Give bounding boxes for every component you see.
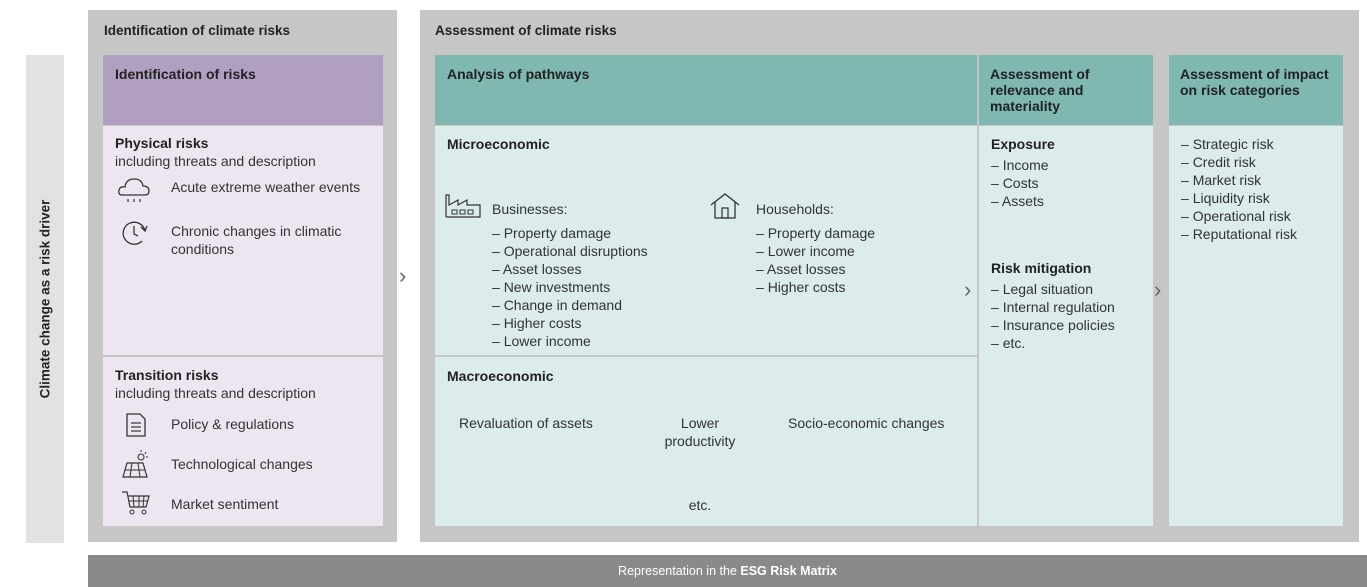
chevron-right-icon: › [399, 263, 407, 288]
macro-item-productivity-2: productivity [664, 433, 736, 449]
microeconomic-title: Microeconomic [447, 136, 550, 152]
households-label: Households: [756, 201, 834, 217]
list-item: Internal regulation [991, 298, 1115, 316]
list-item: Costs [991, 174, 1049, 192]
macro-item-productivity-1: Lower [680, 415, 720, 431]
impact-title-2: on risk categories [1180, 82, 1300, 98]
pathways-header: Analysis of pathways [435, 55, 977, 125]
shopping-cart-icon [121, 489, 151, 520]
microeconomic-box: Microeconomic Businesses: Property damag… [435, 126, 977, 355]
list-item: etc. [991, 334, 1115, 352]
relevance-header: Assessment of relevance and materiality [979, 55, 1153, 125]
relevance-title-1: Assessment of [990, 66, 1090, 82]
exposure-title: Exposure [991, 136, 1055, 152]
transition-item-tech: Technological changes [171, 456, 313, 472]
impact-body: Strategic risk Credit risk Market risk L… [1169, 126, 1343, 526]
physical-risks-title: Physical risks [115, 135, 209, 151]
list-item: Lower income [756, 242, 875, 260]
transition-item-policy: Policy & regulations [171, 416, 294, 432]
mitigation-list: Legal situation Internal regulation Insu… [991, 280, 1115, 352]
list-item: Legal situation [991, 280, 1115, 298]
list-item: New investments [492, 278, 648, 296]
physical-item-chronic-cont: conditions [171, 241, 235, 257]
households-list: Property damage Lower income Asset losse… [756, 224, 875, 296]
document-icon [124, 412, 148, 441]
pathways-title: Analysis of pathways [447, 66, 590, 82]
physical-risks-subtitle: including threats and description [115, 153, 316, 169]
side-label-bar: Climate change as a risk driver [26, 55, 64, 543]
list-item: Property damage [492, 224, 648, 242]
impact-header: Assessment of impact on risk categories [1169, 55, 1343, 125]
impact-list: Strategic risk Credit risk Market risk L… [1181, 135, 1297, 243]
physical-item-chronic: Chronic changes in climatic [171, 223, 342, 239]
footer-bar: Representation in the ESG Risk Matrix [88, 555, 1367, 587]
list-item: Asset losses [492, 260, 648, 278]
mitigation-title: Risk mitigation [991, 260, 1092, 276]
solar-panel-icon [121, 449, 151, 482]
chevron-right-icon: › [964, 277, 972, 302]
macro-item-socioeconomic: Socio-economic changes [788, 415, 945, 431]
list-item: Higher costs [492, 314, 648, 332]
physical-item-acute: Acute extreme weather events [171, 179, 361, 195]
list-item: Higher costs [756, 278, 875, 296]
list-item: Asset losses [756, 260, 875, 278]
list-item: Operational risk [1181, 207, 1297, 225]
list-item: Assets [991, 192, 1049, 210]
list-item: Insurance policies [991, 316, 1115, 334]
physical-risks-box: Physical risks including threats and des… [103, 126, 383, 355]
clock-refresh-icon [121, 219, 149, 250]
list-item: Credit risk [1181, 153, 1297, 171]
footer-prefix: Representation in the [618, 564, 741, 578]
relevance-title-3: materiality [990, 98, 1061, 114]
transition-item-market: Market sentiment [171, 496, 279, 512]
list-item: Change in demand [492, 296, 648, 314]
identification-box-title: Identification of risks [115, 66, 256, 82]
assessment-panel: Assessment of climate risks Analysis of … [420, 10, 1359, 542]
identification-box-header: Identification of risks [103, 55, 383, 125]
list-item: Property damage [756, 224, 875, 242]
list-item: Reputational risk [1181, 225, 1297, 243]
macroeconomic-title: Macroeconomic [447, 368, 554, 384]
relevance-title-2: relevance and [990, 82, 1084, 98]
list-item: Operational disruptions [492, 242, 648, 260]
identification-panel: Identification of climate risks Identifi… [88, 10, 397, 542]
list-item: Strategic risk [1181, 135, 1297, 153]
cloud-rain-icon [117, 175, 151, 208]
businesses-label: Businesses: [492, 201, 568, 217]
transition-risks-box: Transition risks including threats and d… [103, 357, 383, 526]
list-item: Market risk [1181, 171, 1297, 189]
list-item: Liquidity risk [1181, 189, 1297, 207]
businesses-list: Property damage Operational disruptions … [492, 224, 648, 350]
transition-risks-title: Transition risks [115, 367, 219, 383]
footer-bold: ESG Risk Matrix [740, 564, 837, 578]
identification-section-title: Identification of climate risks [104, 23, 291, 38]
chevron-right-icon: › [1154, 277, 1162, 302]
transition-risks-subtitle: including threats and description [115, 385, 316, 401]
macro-item-revaluation: Revaluation of assets [459, 415, 593, 431]
relevance-body: Exposure Income Costs Assets Risk mitiga… [979, 126, 1153, 526]
side-label: Climate change as a risk driver [37, 199, 53, 399]
exposure-list: Income Costs Assets [991, 156, 1049, 210]
list-item: Lower income [492, 332, 648, 350]
house-icon [709, 192, 741, 223]
factory-icon [444, 193, 482, 222]
list-item: Income [991, 156, 1049, 174]
impact-title-1: Assessment of impact [1180, 66, 1329, 82]
macroeconomic-box: Macroeconomic Revaluation of assets Lowe… [435, 357, 977, 526]
macro-item-etc: etc. [688, 497, 712, 513]
assessment-section-title: Assessment of climate risks [435, 23, 617, 38]
